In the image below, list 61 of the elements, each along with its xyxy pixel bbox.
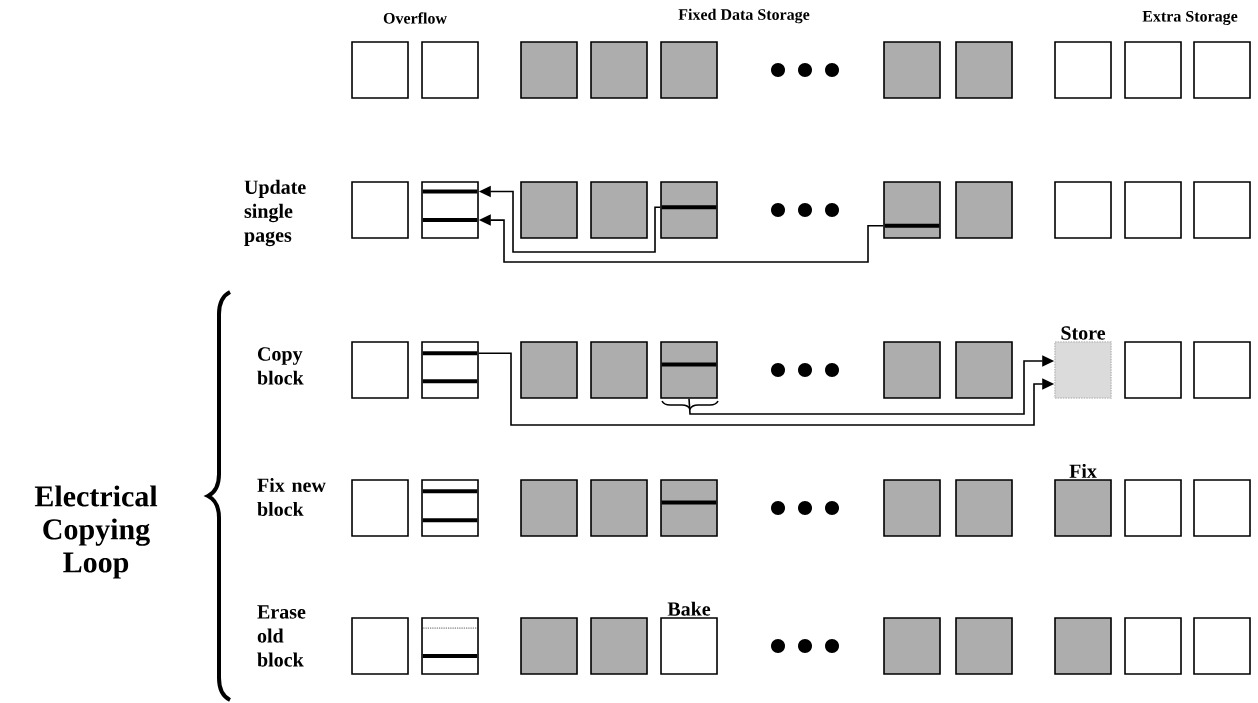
storage-box bbox=[883, 41, 941, 99]
storage-box bbox=[883, 617, 941, 675]
storage-box bbox=[1193, 341, 1251, 399]
storage-box bbox=[421, 617, 479, 675]
storage-block: Store bbox=[1054, 326, 1112, 399]
storage-box bbox=[1193, 41, 1251, 99]
storage-box bbox=[590, 41, 648, 99]
storage-box bbox=[520, 341, 578, 399]
node-label: Fix bbox=[1069, 463, 1097, 478]
storage-box bbox=[955, 41, 1013, 99]
storage-box bbox=[883, 479, 941, 537]
storage-box bbox=[955, 181, 1013, 239]
storage-box bbox=[1124, 181, 1182, 239]
storage-box bbox=[520, 479, 578, 537]
storage-box bbox=[955, 479, 1013, 537]
storage-box bbox=[1193, 617, 1251, 675]
storage-box bbox=[1193, 181, 1251, 239]
storage-box bbox=[590, 181, 648, 239]
storage-box bbox=[520, 181, 578, 239]
storage-box bbox=[351, 617, 409, 675]
storage-box bbox=[1054, 617, 1112, 675]
storage-box bbox=[351, 341, 409, 399]
storage-box bbox=[520, 617, 578, 675]
storage-box bbox=[421, 341, 479, 399]
row-label: Copy block bbox=[257, 347, 304, 385]
storage-box bbox=[1124, 341, 1182, 399]
storage-box bbox=[1124, 479, 1182, 537]
row-label: Fix new block bbox=[257, 477, 326, 516]
storage-box bbox=[660, 41, 718, 99]
storage-box bbox=[351, 479, 409, 537]
storage-box bbox=[883, 341, 941, 399]
storage-box bbox=[660, 341, 718, 399]
storage-block: Fix bbox=[1054, 463, 1112, 537]
node-label: Store bbox=[1061, 326, 1106, 340]
storage-box bbox=[1124, 617, 1182, 675]
storage-box bbox=[351, 41, 409, 99]
storage-box bbox=[421, 41, 479, 99]
storage-box bbox=[955, 617, 1013, 675]
row-label: Update single pages bbox=[244, 179, 306, 247]
column-header: Extra Storage bbox=[1142, 10, 1238, 26]
storage-box bbox=[520, 41, 578, 99]
column-header: Overflow bbox=[383, 12, 447, 24]
storage-box bbox=[421, 181, 479, 239]
storage-box bbox=[660, 479, 718, 537]
storage-box bbox=[883, 181, 941, 239]
storage-box bbox=[955, 341, 1013, 399]
storage-box bbox=[1054, 41, 1112, 99]
row-label: Erase old block bbox=[257, 605, 306, 667]
storage-box bbox=[590, 617, 648, 675]
storage-box bbox=[1054, 181, 1112, 239]
storage-block: Bake bbox=[660, 601, 718, 675]
storage-box bbox=[1193, 479, 1251, 537]
storage-box bbox=[590, 479, 648, 537]
storage-box bbox=[660, 181, 718, 239]
storage-box bbox=[1124, 41, 1182, 99]
column-header: Fixed Data Storage bbox=[678, 8, 810, 24]
storage-box bbox=[351, 181, 409, 239]
loop-label: Electrical Copying Loop bbox=[34, 485, 158, 579]
node-label: Bake bbox=[667, 601, 711, 616]
storage-box bbox=[590, 341, 648, 399]
storage-box bbox=[421, 479, 479, 537]
